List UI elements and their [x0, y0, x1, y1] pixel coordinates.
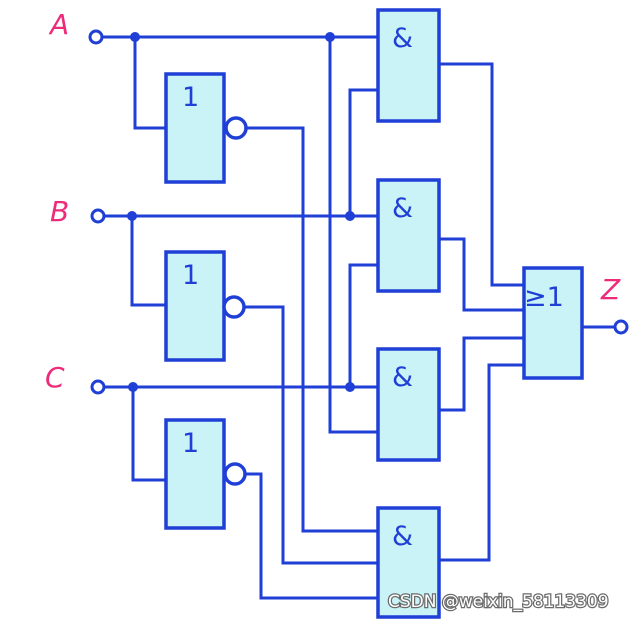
- not-gate-body: [164, 72, 226, 184]
- and-gate-symbol: &: [392, 521, 413, 552]
- wire-c-to-and2: [348, 263, 380, 389]
- not-gate-bubble: [224, 116, 248, 140]
- and-gate-symbol: &: [392, 362, 413, 393]
- wire-not-c-to-and4: [244, 472, 380, 600]
- and-gate-body: [376, 506, 441, 619]
- wire-c-to-not-c: [131, 385, 168, 482]
- not-gate-b: 1: [164, 250, 246, 362]
- junction-dot: [345, 211, 355, 221]
- wire-b-to-and1: [348, 88, 380, 218]
- wire-and4-to-or: [437, 363, 526, 562]
- not-gate-bubble: [222, 295, 246, 319]
- junction-dot: [325, 32, 335, 42]
- not-gate-body: [164, 418, 226, 530]
- input-c-terminal[interactable]: [90, 379, 106, 395]
- and-gate-body: [376, 8, 441, 123]
- not-gate-symbol: 1: [182, 260, 199, 291]
- and-gate-3: &: [376, 347, 441, 462]
- or-gate-body: [522, 266, 584, 380]
- and-gate-symbol: &: [392, 193, 413, 224]
- junction-dot: [128, 382, 138, 392]
- wire-and2-to-or: [437, 237, 526, 312]
- wire-not-a-to-and4: [246, 126, 380, 533]
- or-gate: ≥1: [522, 266, 584, 380]
- wire-and1-to-or: [437, 62, 526, 287]
- not-gate-c: 1: [164, 418, 247, 530]
- input-c-label: C: [45, 361, 65, 394]
- not-gate-symbol: 1: [182, 82, 199, 113]
- input-a-label: A: [48, 8, 69, 41]
- watermark-text: CSDN @weixin_58113309: [388, 592, 609, 612]
- not-gate-a: 1: [164, 72, 248, 184]
- and-gate-symbol: &: [392, 23, 413, 54]
- or-gate-symbol: ≥1: [524, 282, 564, 313]
- not-gate-bubble: [223, 462, 247, 486]
- input-a-terminal[interactable]: [88, 29, 104, 45]
- output-z-terminal[interactable]: [613, 319, 629, 335]
- junction-dot: [130, 32, 140, 42]
- junction-dot: [345, 382, 355, 392]
- wires: [101, 35, 616, 600]
- wire-b-to-not-b: [130, 214, 168, 307]
- and-gate-body: [376, 347, 441, 462]
- wire-a-to-and3: [328, 35, 380, 434]
- wire-a-to-not-a: [133, 35, 168, 130]
- and-gate-body: [376, 178, 441, 293]
- wire-not-b-to-and4: [243, 305, 380, 565]
- and-gate-2: &: [376, 178, 441, 293]
- input-b-label: B: [50, 195, 69, 228]
- junction-dot: [127, 211, 137, 221]
- not-gate-symbol: 1: [182, 428, 199, 459]
- and-gate-4: &: [376, 506, 441, 619]
- output-z-label: Z: [600, 273, 621, 306]
- junctions: [127, 32, 355, 392]
- and-gate-1: &: [376, 8, 441, 123]
- input-b-terminal[interactable]: [90, 208, 106, 224]
- wire-and3-to-or: [437, 336, 526, 412]
